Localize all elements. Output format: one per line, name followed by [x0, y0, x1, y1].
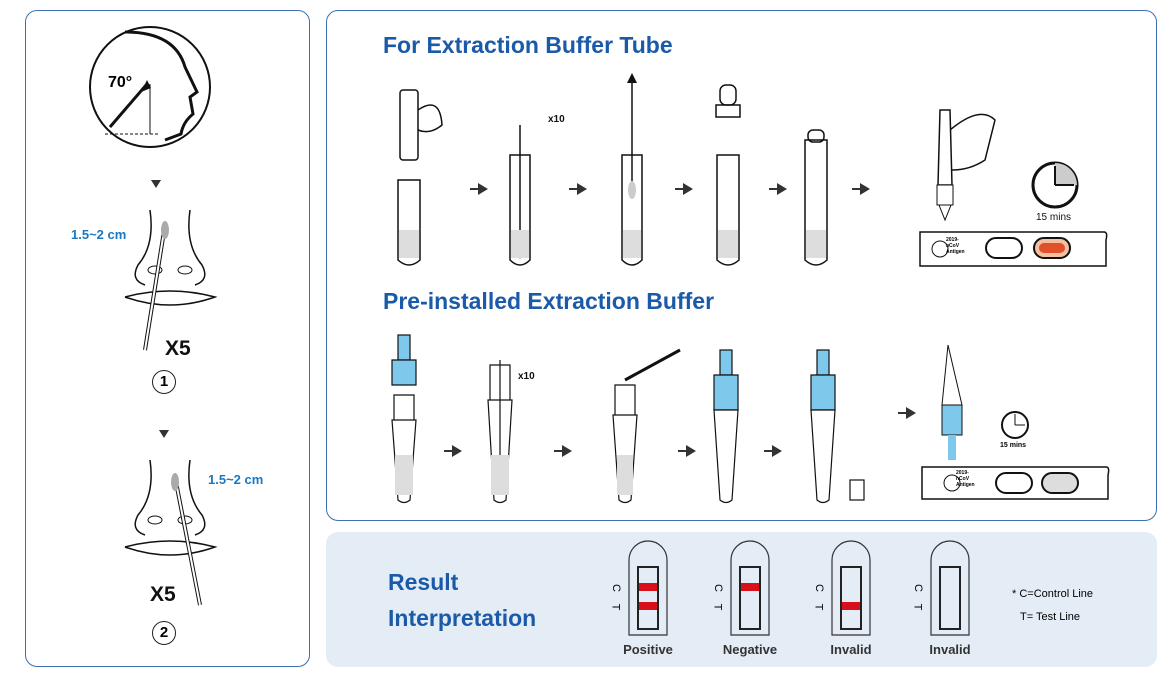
step-arrow — [678, 445, 696, 457]
mark-c: C — [711, 584, 724, 592]
test-cassette-2 — [921, 466, 1110, 500]
step-arrow — [764, 445, 782, 457]
result-label: Positive — [623, 642, 673, 657]
step-arrow — [444, 445, 462, 457]
result-strip-0 — [628, 540, 668, 636]
timer-clock-icon — [1001, 411, 1029, 439]
step-arrow — [852, 183, 870, 195]
mark-t: T — [609, 603, 622, 611]
mark-c: C — [812, 584, 825, 592]
mark-t: T — [711, 603, 724, 611]
down-arrow — [159, 430, 169, 438]
mark-c: C — [609, 584, 622, 592]
test-cassette-1 — [919, 231, 1108, 267]
result-strip-3 — [930, 540, 970, 636]
angle-label: 70° — [108, 74, 133, 91]
control-line — [639, 583, 657, 591]
step1-repeat: X5 — [165, 337, 191, 360]
result-title-line2: Interpretation — [388, 605, 537, 631]
dropper-inverted-illustration — [941, 344, 963, 460]
dropper-hand-illustration — [936, 109, 996, 222]
result-panel — [326, 532, 1157, 667]
nose-swab-illustration-1 — [124, 209, 218, 351]
tube-steps-row2 — [391, 334, 865, 504]
mark-t: T — [812, 603, 825, 611]
rotate-count-1: x10 — [548, 114, 565, 125]
test-line — [639, 602, 657, 610]
procedure-panel — [326, 10, 1157, 521]
step1-depth: 1.5~2 cm — [71, 227, 127, 242]
cassette-text-2: 2019-nCoV Antigen — [956, 470, 975, 488]
test-line — [842, 602, 860, 610]
result-title-line1: Result — [388, 569, 459, 595]
down-arrow — [151, 180, 161, 188]
sampling-panel — [25, 10, 310, 667]
result-strip-2 — [831, 540, 871, 636]
preinstalled-title: Pre-installed Extraction Buffer — [383, 288, 715, 314]
result-strip-1 — [730, 540, 770, 636]
step2-number: 2 — [152, 621, 176, 645]
result-label: Negative — [722, 642, 778, 657]
extraction-tube-title: For Extraction Buffer Tube — [383, 32, 673, 58]
step-arrow — [470, 183, 488, 195]
rotate-count-2: x10 — [518, 371, 535, 382]
legend-test: T= Test Line — [1020, 611, 1081, 623]
cassette-text-1: 2019-nCoV Antigen — [946, 237, 965, 255]
timer-label-1: 15 mins — [1036, 212, 1072, 223]
step1-number: 1 — [152, 370, 176, 394]
mark-c: C — [911, 584, 924, 592]
legend-control: * C=Control Line — [1012, 588, 1094, 600]
step2-depth: 1.5~2 cm — [208, 472, 264, 487]
timer-clock-icon — [1031, 161, 1079, 209]
step-arrow — [569, 183, 587, 195]
result-label: Invalid — [929, 642, 971, 657]
step2-repeat: X5 — [150, 583, 176, 606]
step-arrow — [554, 445, 572, 457]
control-line — [741, 583, 759, 591]
nose-swab-illustration-2 — [124, 459, 218, 606]
step-arrow — [769, 183, 787, 195]
head-angle-illustration — [89, 26, 211, 148]
step-arrow — [898, 407, 916, 419]
tube-steps-row1 — [397, 73, 828, 266]
step-arrow — [675, 183, 693, 195]
timer-label-2: 15 mins — [1000, 442, 1027, 449]
mark-t: T — [911, 603, 924, 611]
result-label: Invalid — [830, 642, 872, 657]
